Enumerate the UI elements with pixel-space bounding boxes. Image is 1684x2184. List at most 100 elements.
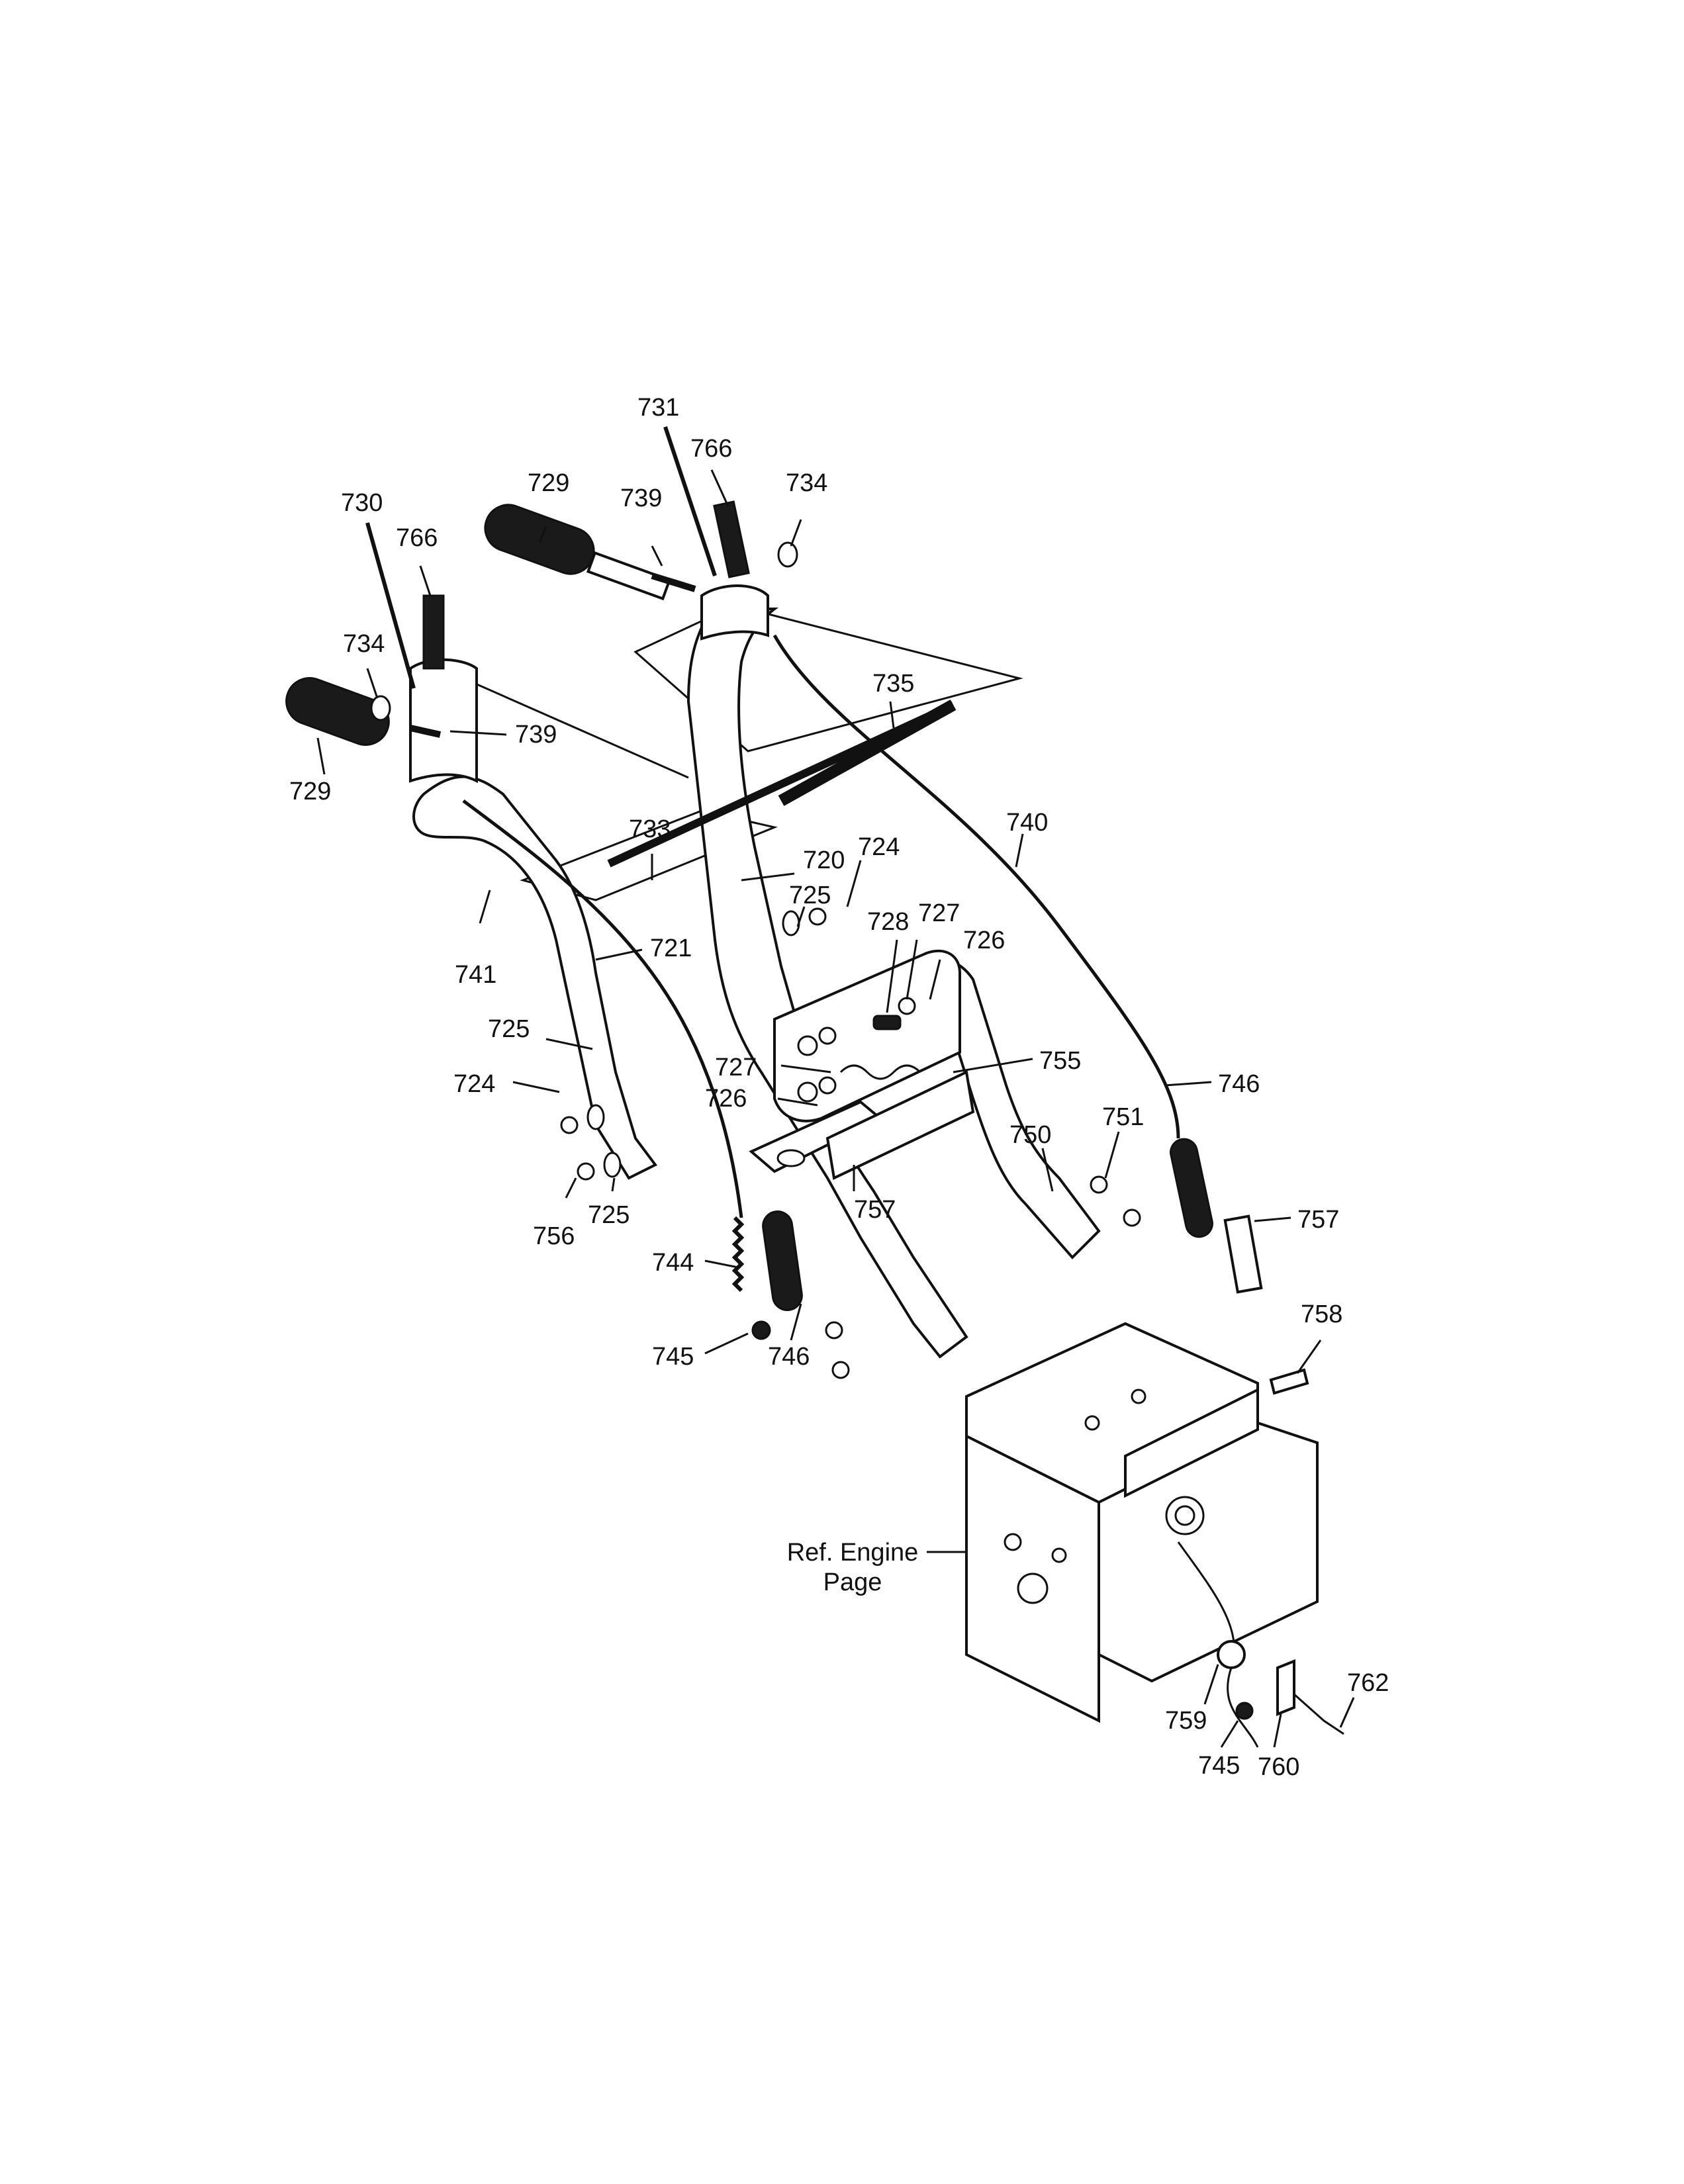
callout-727: 727	[715, 1054, 757, 1081]
spring-746-left	[762, 1210, 803, 1311]
bolt-a	[825, 1321, 843, 1340]
cable-740	[772, 634, 1180, 1139]
callout-740: 740	[1006, 809, 1048, 837]
bolt-724	[808, 907, 827, 926]
ref-engine-label: Ref. Engine	[787, 1539, 919, 1567]
callout-728: 728	[867, 908, 909, 936]
callout-745: 745	[652, 1343, 694, 1371]
lever-766-right	[713, 500, 750, 578]
washer-727b	[818, 1076, 837, 1095]
bolt-758	[1269, 1368, 1309, 1395]
levers	[370, 500, 798, 738]
callout-746: 746	[768, 1343, 810, 1371]
springs	[731, 1138, 1263, 1311]
callout-724: 724	[858, 833, 900, 861]
callout-762: 762	[1347, 1669, 1389, 1697]
callout-741: 741	[455, 961, 496, 989]
callout-759: 759	[1165, 1707, 1207, 1735]
rod-735	[778, 700, 957, 806]
callout-720: 720	[803, 846, 845, 874]
pulley-759	[1217, 1640, 1246, 1669]
callout-735: 735	[872, 670, 914, 698]
callout-757: 757	[854, 1196, 896, 1224]
bolt-b	[831, 1361, 850, 1379]
callout-755: 755	[1039, 1047, 1081, 1075]
panel-frame	[773, 949, 961, 1122]
grip-729-right	[484, 504, 595, 575]
callout-739: 739	[620, 484, 662, 512]
bolt-724-left	[560, 1116, 579, 1134]
nut-745-lower	[1235, 1702, 1254, 1720]
frame-hole-5	[1131, 1388, 1146, 1404]
callout-766: 766	[690, 435, 732, 463]
left-handle-top	[409, 658, 478, 784]
plane-connector	[463, 677, 689, 779]
callout-734: 734	[786, 469, 827, 497]
ref-engine-page-label: Page	[823, 1569, 882, 1596]
pin-739-right	[651, 572, 696, 592]
washer-726	[797, 1035, 818, 1056]
washer-725-left	[586, 1104, 605, 1130]
callout-724: 724	[453, 1070, 495, 1098]
lever-766-left	[422, 594, 445, 670]
frame-bearing-inner	[1174, 1505, 1195, 1526]
callout-729: 729	[528, 469, 569, 497]
bolt-751a	[1090, 1175, 1108, 1194]
wave-slot	[839, 1064, 921, 1080]
callout-725: 725	[789, 882, 831, 909]
bolt-756	[577, 1162, 595, 1181]
callout-758: 758	[1301, 1300, 1342, 1328]
clip-734-right	[777, 541, 798, 568]
bracket-757	[825, 1070, 975, 1180]
callout-734: 734	[343, 630, 385, 658]
callout-766: 766	[396, 524, 438, 552]
washer-725	[782, 910, 800, 936]
grips	[285, 504, 672, 746]
callout-729: 729	[289, 778, 331, 805]
spring-728	[872, 1015, 902, 1030]
callout-739: 739	[515, 721, 557, 749]
callout-760: 760	[1258, 1753, 1299, 1781]
callout-750: 750	[1009, 1121, 1051, 1149]
control-panel-755	[749, 949, 975, 1180]
callout-756: 756	[533, 1222, 575, 1250]
callout-744: 744	[652, 1249, 694, 1277]
bracket-757-right	[1223, 1214, 1263, 1294]
nut-745-upper	[751, 1320, 771, 1340]
right-handle-top	[700, 584, 769, 641]
chassis	[965, 1322, 1319, 1748]
lower-hardware	[560, 907, 1344, 1735]
clip-734-left	[370, 695, 391, 721]
leader-lines	[316, 426, 1355, 1748]
callout-746: 746	[1218, 1070, 1260, 1098]
upper-handle-721	[412, 775, 658, 1180]
bracket-760	[1276, 1659, 1295, 1716]
callout-731: 731	[637, 394, 679, 422]
frame-channel	[1124, 1387, 1259, 1498]
rods	[607, 700, 957, 868]
bolt-751b	[1123, 1208, 1141, 1227]
callout-725: 725	[588, 1201, 630, 1229]
cables	[462, 634, 1180, 1218]
frame-hole-3	[1051, 1547, 1067, 1563]
callout-726: 726	[963, 927, 1005, 954]
callout-726: 726	[705, 1085, 747, 1113]
frame-hole-1	[1017, 1572, 1049, 1604]
frame-hole-2	[1004, 1533, 1022, 1551]
callout-730: 730	[341, 489, 383, 517]
grip-shaft-right	[586, 551, 672, 601]
cable-741	[462, 799, 743, 1218]
callout-733: 733	[629, 815, 671, 843]
grip-729-left	[285, 677, 390, 746]
wire-762	[1293, 1693, 1344, 1735]
washer-725-lower	[603, 1152, 622, 1178]
frame-hole-4	[1084, 1415, 1100, 1431]
callout-751: 751	[1102, 1103, 1144, 1131]
washer-726b	[797, 1081, 818, 1103]
pin-739-left	[409, 725, 442, 738]
nut-727	[898, 997, 916, 1015]
callout-727: 727	[918, 899, 960, 927]
spring-744	[731, 1216, 745, 1293]
